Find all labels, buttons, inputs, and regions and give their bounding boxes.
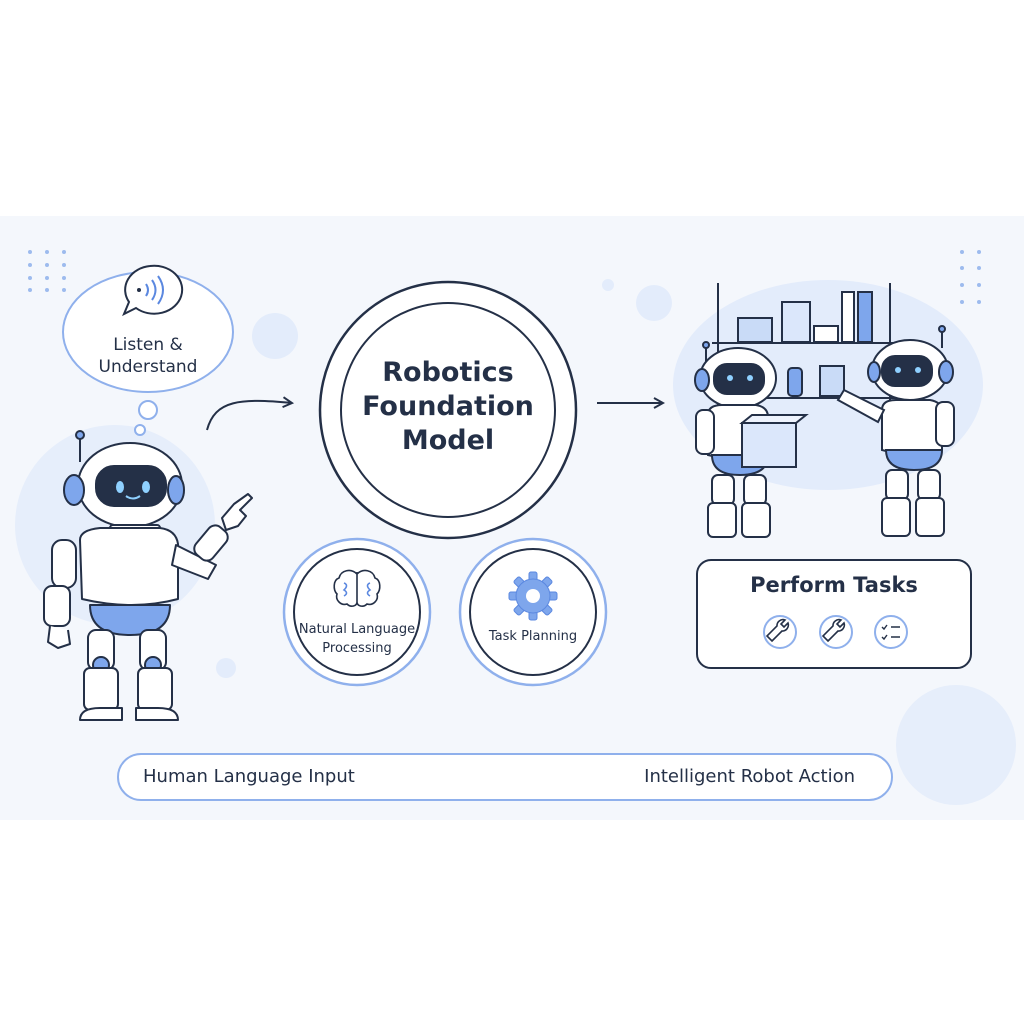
speech-line-2: Understand: [98, 357, 198, 377]
nlp-label-line-1: Natural Language: [298, 622, 416, 637]
shelf: [712, 283, 896, 420]
model-title-line-2: Foundation: [362, 391, 534, 422]
nlp-label: Natural Language Processing: [287, 620, 427, 658]
arrow-to-model: [206, 401, 292, 431]
wrench-icon: [819, 615, 853, 649]
speech-bubble: [62, 264, 234, 436]
model-title: Robotics Foundation Model: [340, 356, 556, 458]
nlp-label-line-2: Processing: [322, 641, 392, 656]
checklist-icon: [874, 615, 908, 649]
speech-line-1: Listen &: [113, 335, 183, 355]
tasks-title: Perform Tasks: [750, 573, 918, 597]
model-circle: [318, 280, 578, 540]
speech-sound-icon: [122, 264, 184, 317]
capability-task-planning: [458, 537, 608, 687]
brain-icon: [333, 569, 381, 607]
capability-nlp: [282, 537, 432, 687]
task-planning-label: Task Planning: [488, 629, 578, 644]
model-title-line-3: Model: [401, 425, 495, 456]
gear-icon: [508, 571, 558, 621]
wrench-icon: [763, 615, 797, 649]
robot-pointing: [43, 430, 253, 721]
speech-bubble-text: Listen & Understand: [63, 334, 233, 378]
model-title-line-1: Robotics: [382, 357, 514, 388]
flow-left-label: Human Language Input: [143, 766, 355, 787]
flow-bar: [117, 753, 893, 801]
robot-pointing-shelf: [836, 325, 955, 537]
flow-right-label: Intelligent Robot Action: [644, 766, 855, 787]
robot-carrying-box: [694, 341, 809, 538]
